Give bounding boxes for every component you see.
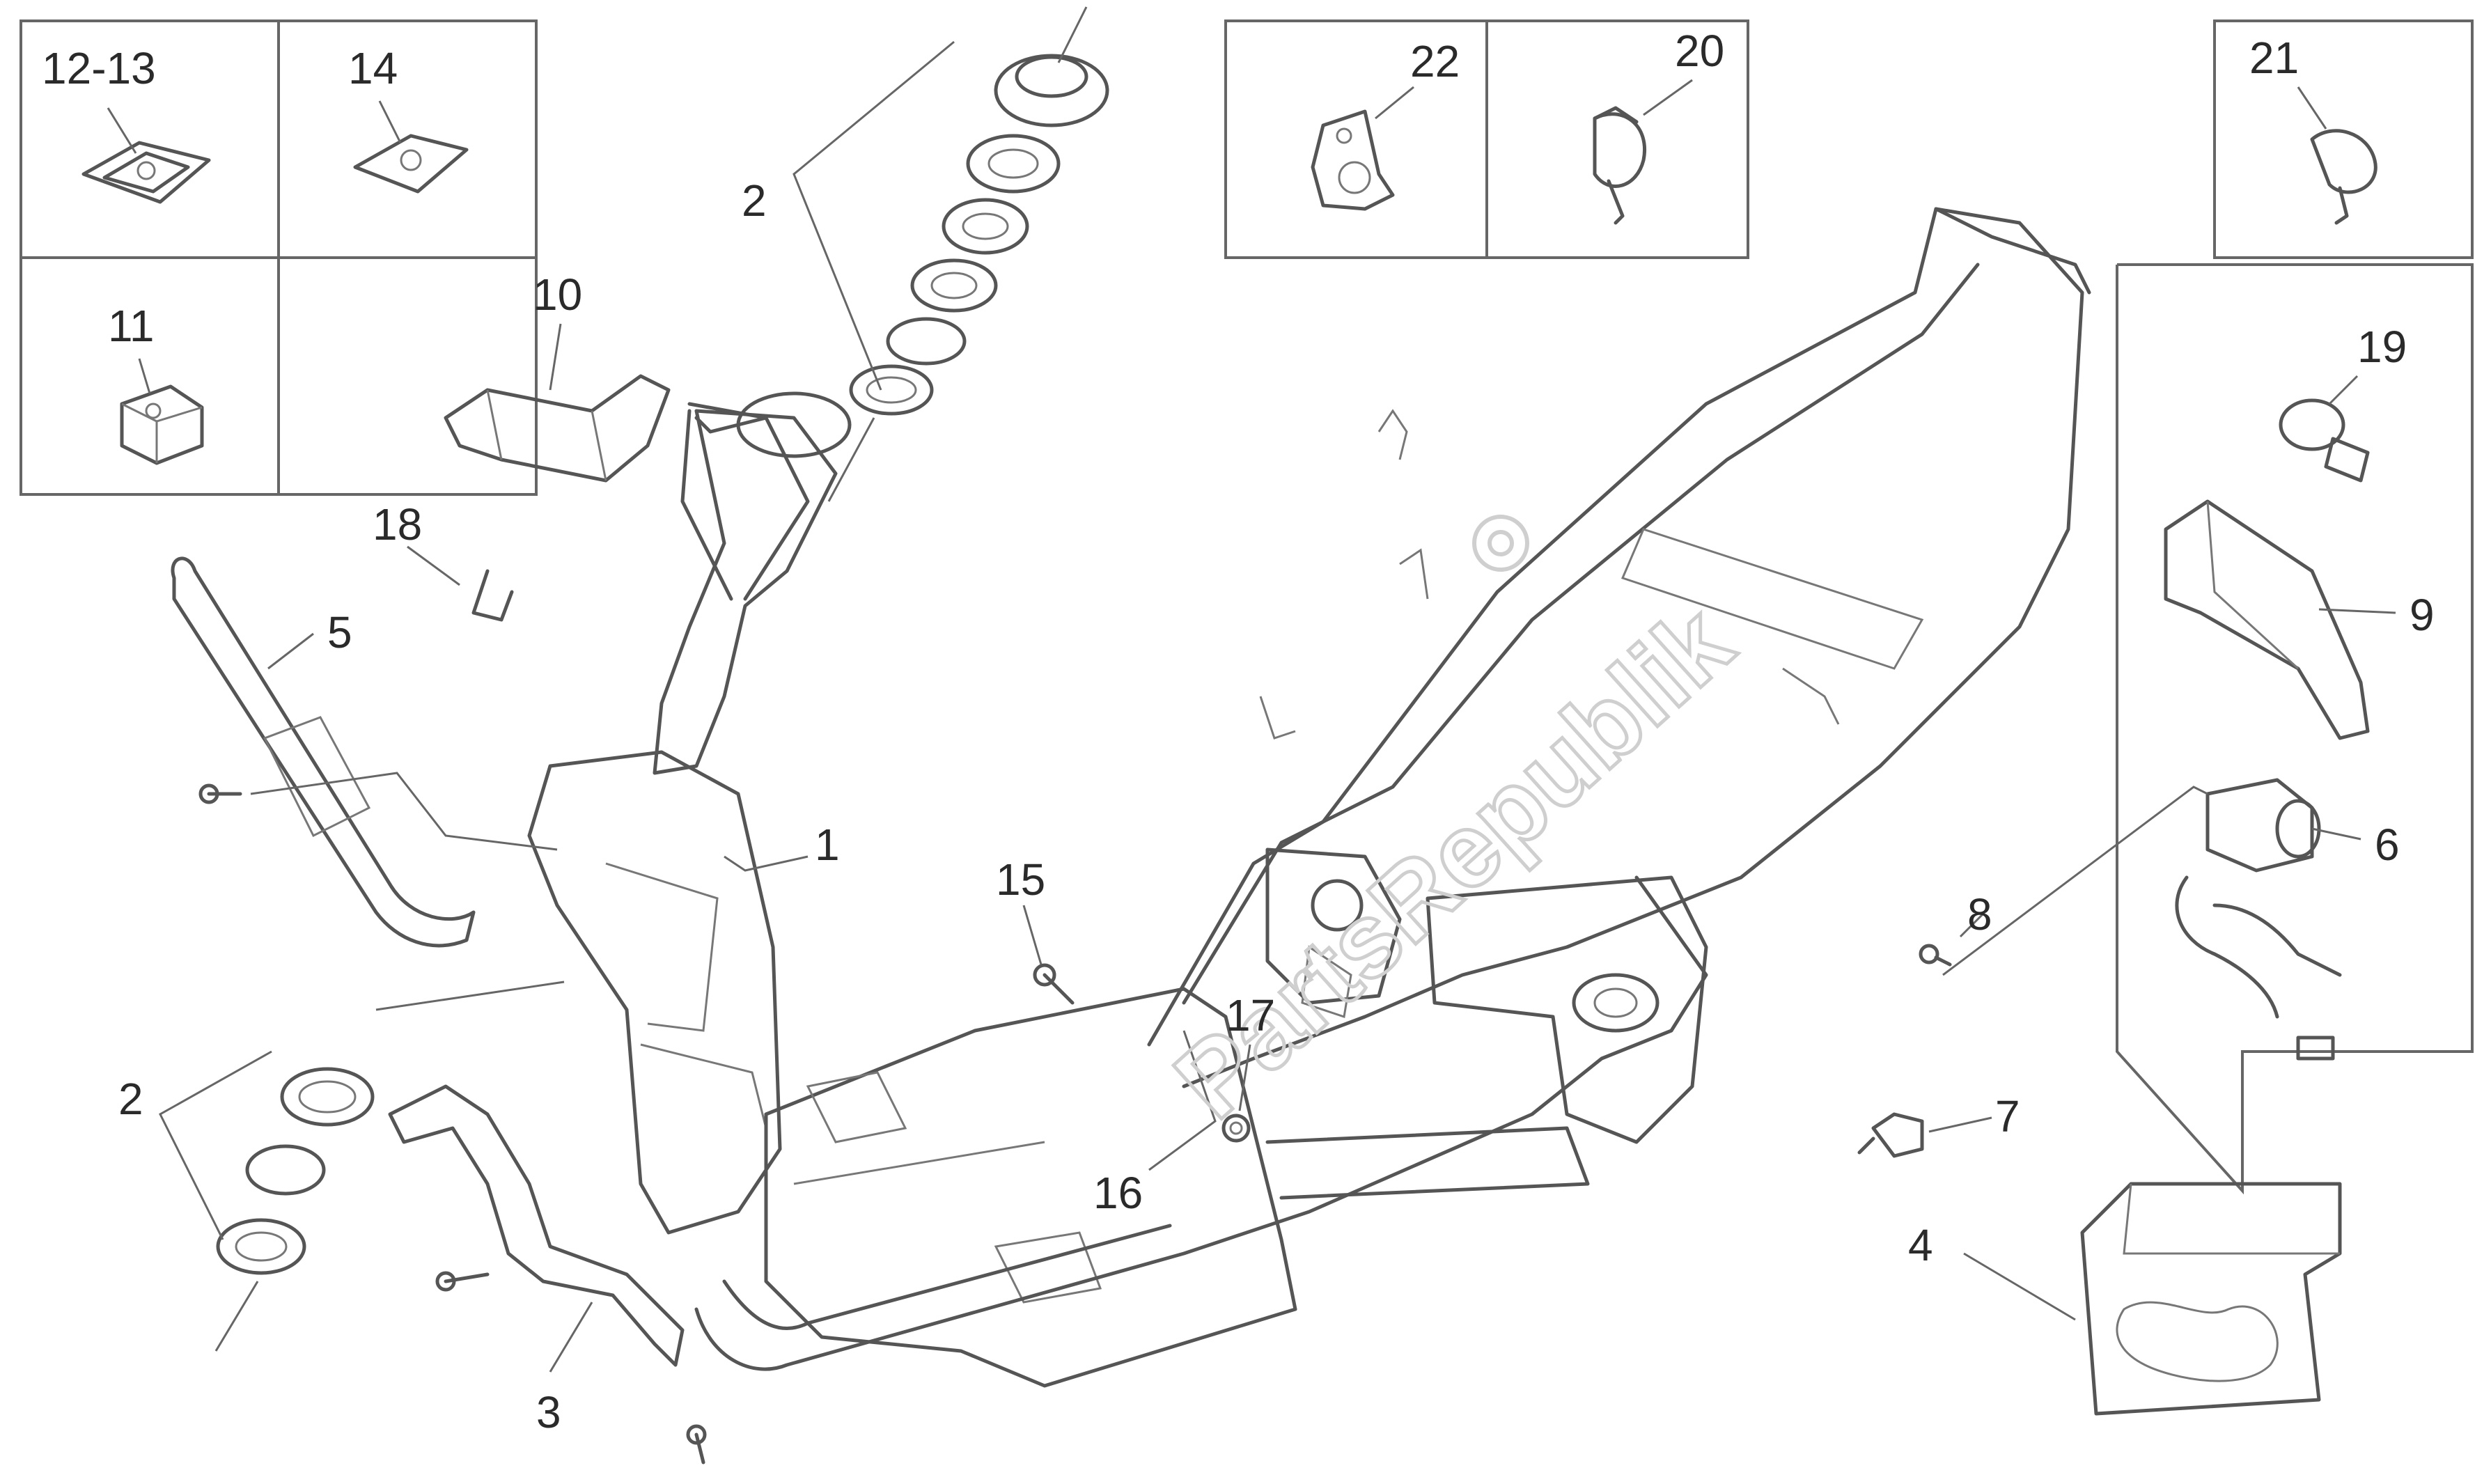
watermark-text: PartsRepublik — [1153, 583, 1754, 1140]
cap-19-part — [2279, 398, 2370, 483]
clip-11-part — [120, 384, 204, 465]
callout-3: 3 — [536, 1387, 561, 1437]
callout-10: 10 — [533, 270, 582, 320]
clip-21-part — [2310, 129, 2377, 225]
callout-5: 5 — [327, 607, 352, 657]
callout-6: 6 — [2375, 820, 2400, 870]
bracket-3-part — [388, 1084, 707, 1465]
main-frame-part — [527, 207, 2091, 1388]
key-7-part — [1857, 1112, 1924, 1158]
callout-18: 18 — [373, 499, 422, 549]
callout-16: 16 — [1093, 1168, 1143, 1218]
callout-14: 14 — [348, 43, 398, 93]
inset-box-clip-right — [2213, 19, 2474, 259]
callout-1: 1 — [815, 820, 840, 870]
callout-4: 4 — [1908, 1220, 1933, 1270]
inset-box-clips-left — [19, 19, 538, 496]
nut-17-part — [1221, 1114, 1251, 1143]
headset-bearing-stack-lower — [216, 1067, 375, 1275]
callout-12-13: 12-13 — [42, 43, 156, 93]
clip-22-part — [1311, 109, 1395, 211]
callout-11: 11 — [108, 301, 154, 351]
clip-20-part — [1593, 106, 1646, 225]
callout-2-lower: 2 — [118, 1074, 143, 1124]
callout-17: 17 — [1226, 990, 1275, 1040]
callout-22: 22 — [1410, 36, 1460, 86]
bolt-15-part — [1033, 963, 1075, 1005]
screw-8-part — [1919, 944, 1952, 967]
inset-box-clips-middle — [1224, 19, 1749, 259]
ignition-lock-6-part — [2175, 778, 2342, 1061]
callout-20: 20 — [1675, 26, 1724, 76]
callout-15: 15 — [996, 854, 1045, 905]
callout-19: 19 — [2357, 322, 2407, 372]
callout-8: 8 — [1967, 889, 1992, 939]
callout-21: 21 — [2249, 33, 2299, 83]
lock-housing-9-part — [2164, 499, 2370, 740]
callout-9: 9 — [2410, 590, 2435, 640]
lock-set-bag-4-part — [2080, 1182, 2342, 1416]
callout-labels: 12-13 14 11 22 20 21 2 10 18 5 1 2 3 15 … — [42, 26, 2435, 1437]
clip-14-part — [353, 134, 469, 194]
watermark-gear-icon — [1472, 515, 1529, 572]
leader-lines — [107, 6, 2396, 1373]
inset-box-lock-set — [2116, 263, 2474, 1195]
callout-7: 7 — [1995, 1091, 2020, 1141]
bracket-10-part — [444, 374, 671, 483]
callout-2-upper: 2 — [742, 175, 767, 226]
clip-12-13-part — [81, 141, 211, 204]
pin-18-part — [471, 569, 514, 622]
headset-bearing-stack-upper — [849, 54, 1109, 416]
bracket-5-part — [171, 556, 476, 948]
